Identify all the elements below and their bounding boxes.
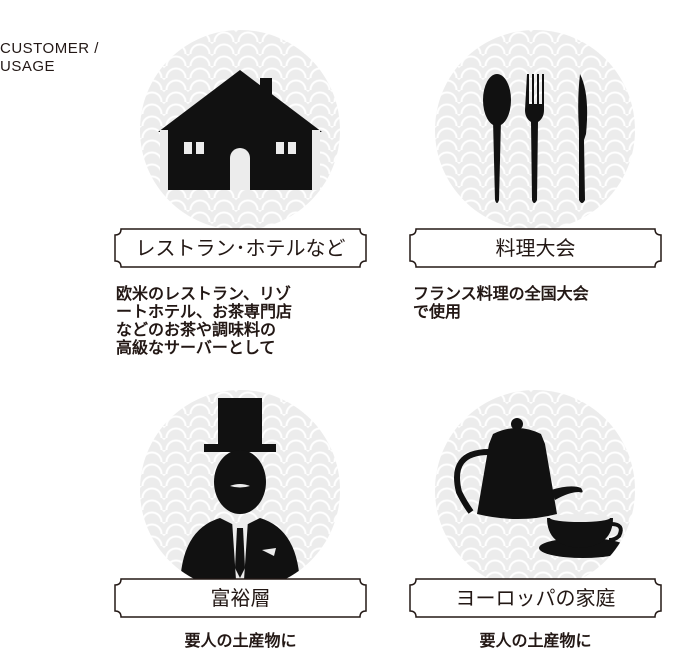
description-cooking-contest: フランス料理の全国大会 で使用 [413,284,589,321]
label-european-home: ヨーロッパの家庭 [408,577,663,619]
teapot-icon [435,390,635,590]
label-wealthy: 富裕層 [113,577,368,619]
label-restaurant-hotel: レストラン･ホテルなど [113,227,368,269]
description-european-home: 要人の土産物に [479,631,592,650]
gentleman-icon [140,390,340,590]
section-heading: CUSTOMER / USAGE [0,40,160,76]
cutlery-icon [435,30,635,230]
house-icon [140,30,340,230]
label-cooking-contest: 料理大会 [408,227,663,269]
description-restaurant-hotel: 欧米のレストラン、リゾ ートホテル、お茶専門店 などのお茶や調味料の 高級なサー… [116,284,293,357]
heading-line-2: USAGE [0,58,56,75]
description-wealthy: 要人の土産物に [184,631,297,650]
heading-line-1: CUSTOMER / [0,40,99,57]
